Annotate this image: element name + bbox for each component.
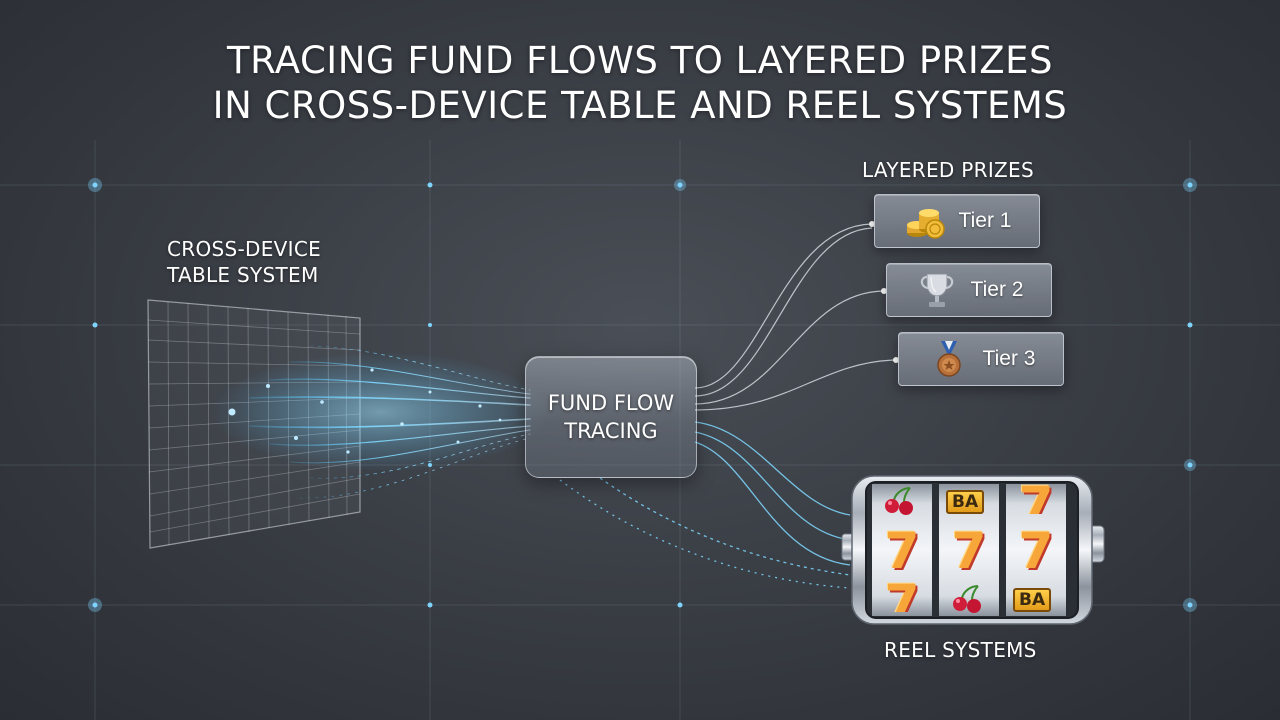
table-system-label-line-1: CROSS-DEVICE — [167, 237, 322, 261]
cherry-icon — [953, 585, 981, 613]
reel-systems-label: REEL SYSTEMS — [884, 638, 1037, 662]
tier-2-card: Tier 2 — [886, 263, 1052, 317]
title-line-2: IN CROSS-DEVICE TABLE AND REEL SYSTEMS — [212, 84, 1068, 127]
tier-1-card: Tier 1 — [874, 194, 1040, 248]
reel-3-bar-symbol: BA — [1013, 588, 1052, 612]
fund-flow-tracing-node: FUND FLOW TRACING — [525, 356, 697, 478]
table-system-label-line-2: TABLE SYSTEM — [167, 263, 319, 287]
reel-1-seven-symbol-partial: 7 — [884, 578, 920, 612]
reel-3-seven-symbol-partial: 7 — [1018, 480, 1054, 514]
reel-3-seven-symbol: 7 — [1018, 522, 1054, 580]
fund-flow-label-line-1: FUND FLOW — [547, 391, 675, 415]
reel-system-slot-machine: 7 7 BA 7 7 7 BA — [838, 470, 1108, 630]
tier-3-card: Tier 3 — [898, 332, 1064, 386]
diagram-title: TRACING FUND FLOWS TO LAYERED PRIZES IN … — [0, 38, 1280, 128]
tier-3-label: Tier 3 — [982, 347, 1036, 370]
reel-1-seven-symbol: 7 — [884, 522, 920, 580]
medal-icon — [927, 337, 971, 381]
reel-2-seven-symbol: 7 — [951, 522, 987, 580]
title-line-1: TRACING FUND FLOWS TO LAYERED PRIZES — [226, 39, 1053, 82]
gold-coins-icon — [903, 199, 947, 243]
trophy-icon — [915, 268, 959, 312]
tier-2-label: Tier 2 — [970, 278, 1024, 301]
fund-flow-tracing-label: FUND FLOW TRACING — [548, 389, 674, 445]
tier-1-label: Tier 1 — [958, 209, 1012, 232]
reel-2-bar-symbol: BA — [946, 490, 985, 514]
layered-prizes-heading: LAYERED PRIZES — [862, 158, 1034, 182]
fund-flow-label-line-2: TRACING — [564, 419, 658, 443]
cherry-icon — [885, 487, 913, 515]
table-system-label: CROSS-DEVICE TABLE SYSTEM — [167, 236, 321, 288]
